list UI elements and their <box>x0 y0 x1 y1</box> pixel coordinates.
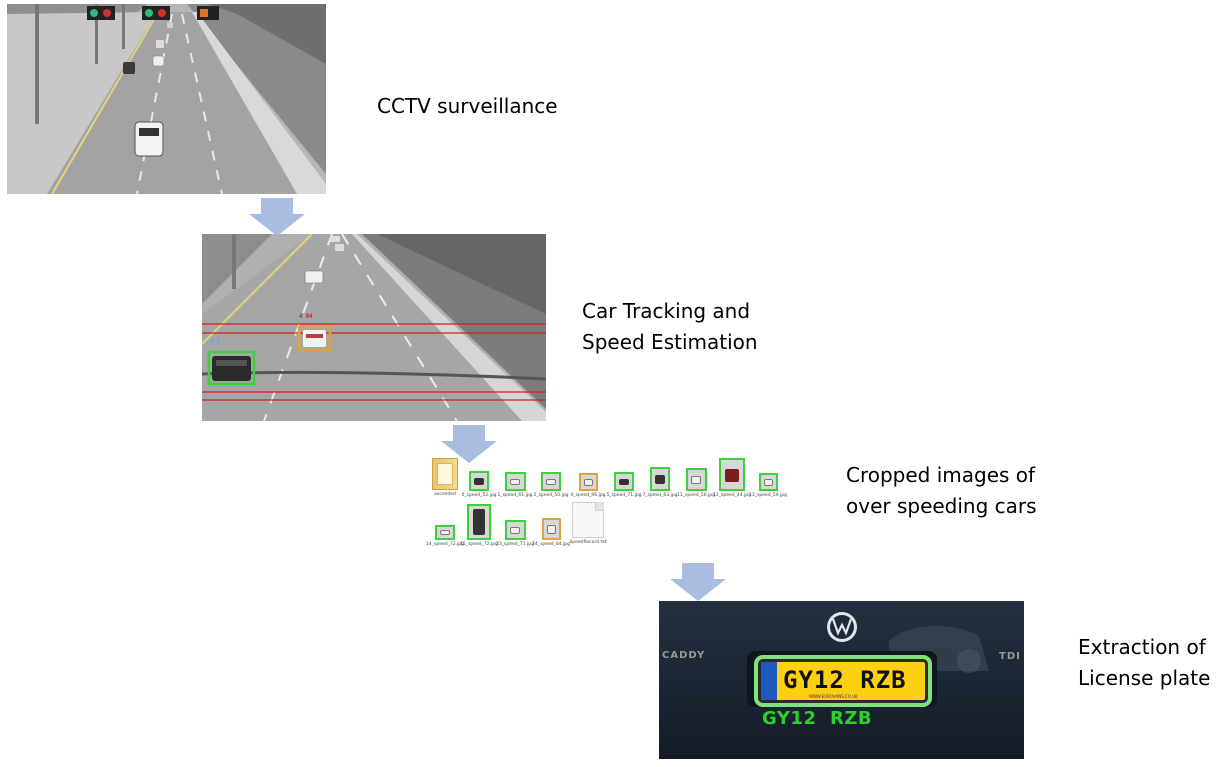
tracking-image: 4 94 3 1 <box>202 234 546 421</box>
down-arrow-icon <box>249 198 305 236</box>
tracking-tag-green: 3 1 <box>210 339 221 345</box>
label-cropped-images: Cropped images of over speeding cars <box>846 463 1037 518</box>
file-name: 7_speed_63.jpg <box>642 493 678 498</box>
folder-icon[interactable]: exceeded <box>424 458 466 497</box>
label-extraction: Extraction of License plate <box>1078 635 1211 690</box>
image-file[interactable]: 1_speed_61.jpg <box>494 472 536 498</box>
plate-sub-text: WWW.EUROVANS.CO.UK <box>809 694 858 699</box>
license-plate: GY12 RZB WWW.EUROVANS.CO.UK <box>758 659 928 703</box>
plate-band <box>761 662 777 700</box>
down-arrow-icon <box>670 563 726 601</box>
down-arrow-icon <box>441 425 497 463</box>
label-cctv-surveillance: CCTV surveillance <box>377 94 558 118</box>
tracking-tag-orange: 4 94 <box>299 314 313 320</box>
file-name: 2_speed_50.jpg <box>533 493 569 498</box>
file-name: 24_speed_84.jpg <box>532 542 570 547</box>
file-name: 13_speed_59.jpg <box>749 493 787 498</box>
file-name: 1_speed_61.jpg <box>497 493 533 498</box>
image-file[interactable]: 12_speed_44.jpg <box>711 458 753 498</box>
folder-glyph <box>432 458 458 490</box>
image-file[interactable]: 13_speed_59.jpg <box>747 473 789 498</box>
file-name: 0_speed_52.jpg <box>461 493 497 498</box>
brand-right-text: TDI <box>999 651 1021 662</box>
image-file[interactable]: 11_speed_56.jpg <box>675 468 717 498</box>
brand-left-text: CADDY <box>662 650 706 661</box>
image-file[interactable]: 15_speed_72.jpg <box>458 504 500 547</box>
file-name: 15_speed_72.jpg <box>460 542 498 547</box>
tracking-road-scene <box>202 234 546 421</box>
ocr-result-text: GY12 RZB <box>762 708 873 729</box>
cctv-image <box>7 4 326 194</box>
image-file[interactable]: 0_speed_52.jpg <box>458 471 500 498</box>
file-name: 23_speed_71.jpg <box>496 542 534 547</box>
text-file-icon <box>572 502 604 538</box>
image-file[interactable]: 5_speed_71.jpg <box>603 472 645 498</box>
cctv-road-scene <box>7 4 326 194</box>
cropped-images-folder: exceeded 0_speed_52.jpg 1_speed_61.jpg 2… <box>424 456 794 552</box>
text-file[interactable]: SpeedRecord.txt <box>567 502 609 545</box>
image-file[interactable]: 4_speed_96.jpg <box>567 473 609 498</box>
plate-text: GY12 RZB <box>783 666 907 694</box>
image-file[interactable]: 24_speed_84.jpg <box>530 518 572 547</box>
file-name: 11_speed_56.jpg <box>677 493 715 498</box>
file-name: 4_speed_96.jpg <box>570 493 606 498</box>
image-file[interactable]: 23_speed_71.jpg <box>494 520 536 547</box>
image-file[interactable]: 14_speed_72.jpg <box>424 525 466 547</box>
file-name: 5_speed_71.jpg <box>606 493 642 498</box>
file-name: SpeedRecord.txt <box>569 540 607 545</box>
file-name: exceeded <box>434 492 456 497</box>
image-file[interactable]: 7_speed_63.jpg <box>639 467 681 498</box>
file-name: 14_speed_72.jpg <box>426 542 464 547</box>
file-name: 12_speed_44.jpg <box>713 493 751 498</box>
label-car-tracking: Car Tracking and Speed Estimation <box>582 299 758 354</box>
image-file[interactable]: 2_speed_50.jpg <box>530 472 572 498</box>
